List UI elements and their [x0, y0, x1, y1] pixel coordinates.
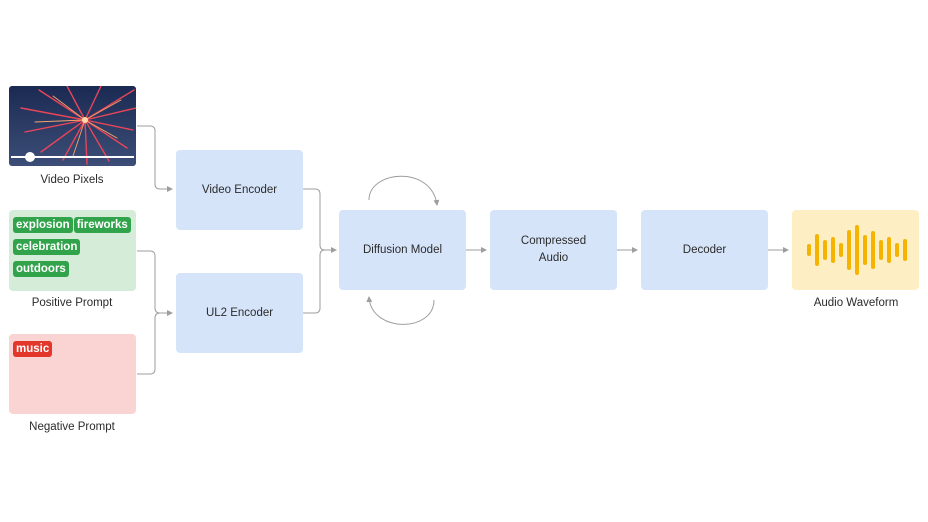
- negative-prompt-label: Negative Prompt: [29, 421, 115, 433]
- tag-explosion: explosion: [13, 217, 73, 233]
- tag-outdoors: outdoors: [13, 261, 69, 277]
- loop-arrow-top: [368, 175, 440, 206]
- fireworks-image: [9, 86, 136, 166]
- edge-ul2-to-diffusion: [303, 249, 336, 314]
- audio-waveform-node: [792, 210, 919, 290]
- video-encoder-label: Video Encoder: [201, 183, 278, 196]
- edge-negative-to-ul2: [137, 312, 172, 375]
- ul2-encoder-node: UL2 Encoder: [176, 273, 303, 353]
- video-encoder-node: Video Encoder: [176, 150, 303, 230]
- diffusion-model-node: Diffusion Model: [339, 210, 466, 290]
- decoder-label: Decoder: [682, 243, 727, 256]
- scrubber-handle: [25, 152, 35, 162]
- ul2-encoder-label: UL2 Encoder: [205, 306, 274, 319]
- edge-video-to-video-encoder: [137, 125, 173, 192]
- edge-video-encoder-to-diffusion: [303, 188, 337, 253]
- diffusion-model-label: Diffusion Model: [362, 243, 443, 256]
- edge-positive-to-ul2: [137, 250, 173, 316]
- tag-fireworks: fireworks: [73, 217, 131, 233]
- compressed-audio-label-line2: Audio: [538, 252, 569, 264]
- positive-prompt-label: Positive Prompt: [31, 297, 113, 309]
- negative-prompt-box: music: [9, 334, 136, 414]
- loop-arrow-bottom: [366, 296, 435, 325]
- waveform-icon: [807, 225, 907, 275]
- decoder-node: Decoder: [641, 210, 768, 290]
- audio-waveform-label: Audio Waveform: [813, 297, 899, 309]
- video-thumbnail: [9, 86, 136, 166]
- compressed-audio-node: Compressed Audio: [490, 210, 617, 290]
- video-pixels-label: Video Pixels: [40, 174, 104, 186]
- compressed-audio-label-line1: Compressed: [520, 235, 587, 247]
- tag-celebration: celebration: [13, 239, 81, 255]
- tag-music: music: [13, 341, 53, 357]
